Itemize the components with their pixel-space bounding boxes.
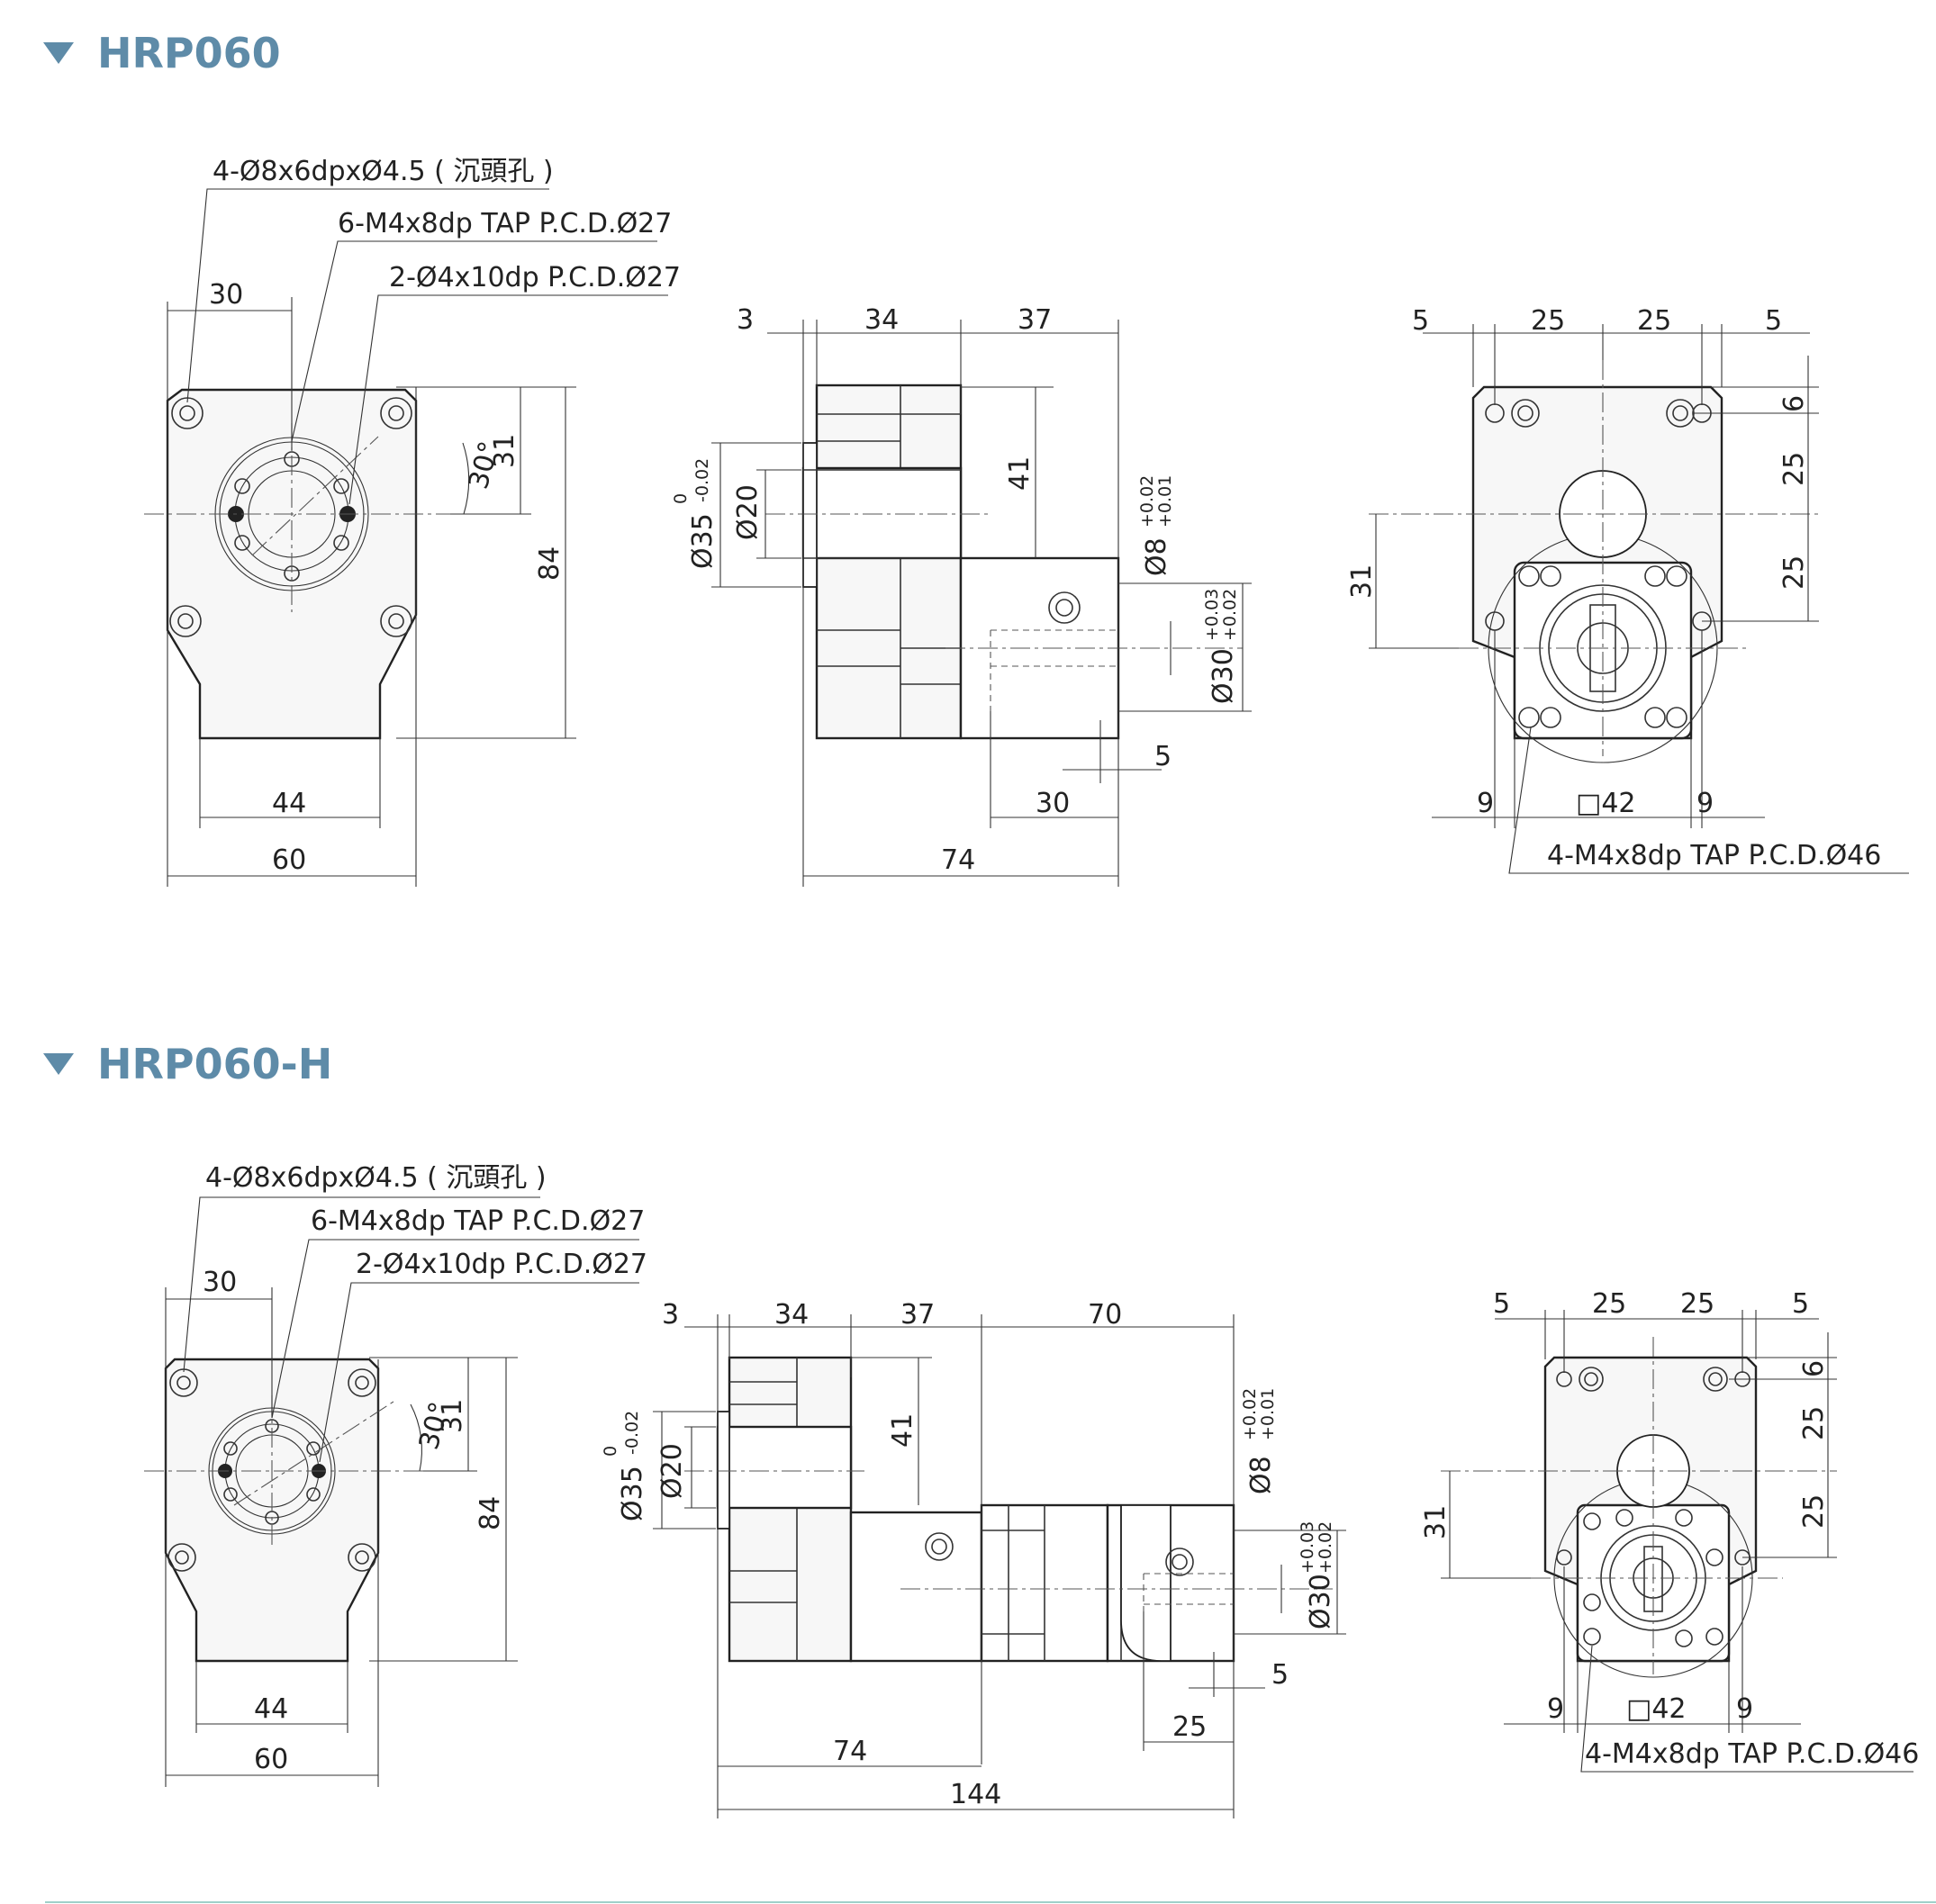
section-title-hrp060-h: HRP060-H (43, 1040, 332, 1088)
dim-angle-30: 30° (413, 1399, 457, 1453)
callout-pin-holes: 2-Ø4x10dp P.C.D.Ø27 (356, 1249, 647, 1280)
dim-84: 84 (475, 1496, 506, 1530)
hrp060-rear-view (1369, 324, 1909, 874)
dim-5: 5 (1271, 1659, 1289, 1691)
tol-d8-upper: +0.02 (1137, 475, 1157, 528)
triangle-down-icon (43, 42, 74, 64)
dim-44: 44 (254, 1693, 288, 1725)
dim-6: 6 (1778, 395, 1810, 412)
dim-25-left: 25 (1531, 305, 1565, 337)
dim-31: 31 (437, 1399, 468, 1433)
section-title-text: HRP060 (97, 29, 281, 77)
dim-9-right: 9 (1696, 788, 1714, 819)
dim-44: 44 (272, 788, 306, 819)
triangle-down-icon (43, 1053, 74, 1075)
callout-countersink: 4-Ø8x6dpxØ4.5 ( 沉頭孔 ) (213, 156, 554, 187)
dim-25-vertical-lower: 25 (1798, 1494, 1830, 1529)
callout-tap-rear: 4-M4x8dp TAP P.C.D.Ø46 (1585, 1738, 1919, 1770)
dim-60: 60 (272, 844, 306, 876)
dim-31: 31 (1420, 1505, 1452, 1539)
dim-5-right: 5 (1792, 1288, 1809, 1320)
dim-5-left: 5 (1412, 305, 1429, 337)
dim-37: 37 (900, 1299, 935, 1331)
dim-31: 31 (1346, 564, 1378, 599)
dim-d30: Ø30 (1305, 1574, 1336, 1629)
dim-3: 3 (737, 304, 754, 336)
dim-d35: Ø35 (617, 1466, 648, 1521)
dim-square-42: □42 (1626, 1693, 1687, 1725)
callout-tap-rear: 4-M4x8dp TAP P.C.D.Ø46 (1547, 840, 1881, 871)
section-title-hrp060: HRP060 (43, 29, 281, 77)
dim-84: 84 (534, 546, 565, 581)
dim-angle-30: 30° (463, 438, 506, 492)
hrp060-side-view (711, 320, 1252, 887)
dim-74: 74 (833, 1736, 867, 1767)
tol-d30-lower: +0.02 (1220, 589, 1240, 641)
hrp060-front-view (144, 188, 668, 887)
dim-41: 41 (887, 1413, 918, 1448)
tol-d8-lower: +0.01 (1155, 475, 1175, 528)
dim-34: 34 (864, 304, 899, 336)
section-title-text: HRP060-H (97, 1040, 333, 1088)
dim-30: 30 (203, 1267, 237, 1298)
callout-countersink: 4-Ø8x6dpxØ4.5 ( 沉頭孔 ) (205, 1162, 547, 1194)
dim-d8: Ø8 (1141, 537, 1172, 576)
dim-5-right: 5 (1765, 305, 1782, 337)
dim-d20: Ø20 (656, 1443, 688, 1499)
dim-square-42: □42 (1576, 788, 1636, 819)
hrp060-h-front-view (144, 1196, 639, 1787)
dim-d8: Ø8 (1245, 1456, 1277, 1494)
callout-tap-front: 6-M4x8dp TAP P.C.D.Ø27 (338, 208, 672, 239)
dim-5-left: 5 (1493, 1288, 1510, 1320)
dim-34: 34 (774, 1299, 809, 1331)
dim-25-left: 25 (1592, 1288, 1626, 1320)
dim-41: 41 (1004, 456, 1036, 491)
dim-d30: Ø30 (1208, 648, 1239, 704)
dim-74: 74 (941, 844, 975, 876)
callout-pin-holes: 2-Ø4x10dp P.C.D.Ø27 (389, 262, 681, 293)
dim-30-shaft: 30 (1036, 788, 1070, 819)
dim-25-vertical-upper: 25 (1798, 1406, 1830, 1440)
tol-d35-lower: -0.02 (692, 458, 712, 502)
tol-d30-lower: +0.02 (1316, 1521, 1335, 1574)
dim-25-vertical-lower: 25 (1778, 555, 1810, 590)
tol-d8-lower: +0.01 (1258, 1388, 1278, 1440)
dim-70: 70 (1088, 1299, 1122, 1331)
hrp060-h-side-view (653, 1314, 1346, 1818)
dim-9-right: 9 (1736, 1693, 1753, 1725)
dim-25-right: 25 (1637, 305, 1671, 337)
tol-d30-upper: +0.03 (1202, 589, 1222, 641)
dim-5: 5 (1154, 741, 1172, 772)
tol-d35-lower: -0.02 (622, 1411, 642, 1455)
dim-9-left: 9 (1547, 1693, 1564, 1725)
dim-144: 144 (950, 1779, 1001, 1810)
dim-30: 30 (209, 279, 243, 311)
tol-d35-upper: 0 (671, 493, 691, 504)
dim-d20: Ø20 (732, 484, 764, 540)
footer-rule (45, 1901, 1936, 1903)
dim-9-left: 9 (1477, 788, 1494, 819)
dim-3: 3 (662, 1299, 679, 1331)
tol-d8-upper: +0.02 (1240, 1388, 1260, 1440)
dim-37: 37 (1018, 304, 1052, 336)
dim-25-right: 25 (1680, 1288, 1714, 1320)
dim-31: 31 (489, 434, 520, 468)
dim-25-vertical-upper: 25 (1778, 452, 1810, 486)
dim-60: 60 (254, 1744, 288, 1775)
dim-d35: Ø35 (687, 513, 719, 569)
hrp060-h-rear-view (1441, 1310, 1913, 1773)
dim-6: 6 (1798, 1360, 1830, 1377)
tol-d30-upper: +0.03 (1298, 1521, 1317, 1574)
tol-d35-upper: 0 (601, 1446, 620, 1457)
callout-tap-front: 6-M4x8dp TAP P.C.D.Ø27 (311, 1205, 645, 1237)
dim-25-shaft: 25 (1172, 1711, 1207, 1743)
